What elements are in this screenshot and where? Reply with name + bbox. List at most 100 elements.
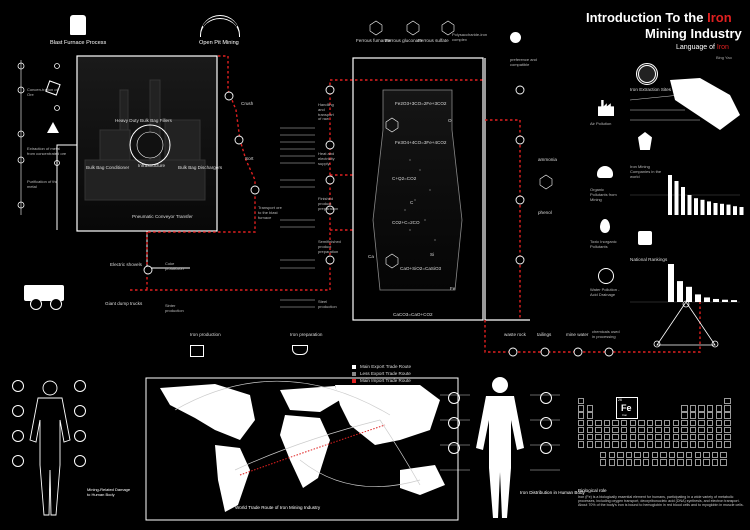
bulk-dischargers-label: Bulk Bag Dischargers — [178, 165, 223, 170]
element-cell — [638, 441, 645, 448]
bottle-icon — [70, 15, 86, 35]
legend-swatch-main-import — [352, 379, 356, 383]
element-cell — [578, 398, 585, 405]
air-pollution-label: Air Pollution — [590, 121, 612, 126]
organ-icon — [12, 380, 24, 392]
reaction-2: Fe3O4+4CO=3Fe+4CO2 — [395, 140, 447, 145]
periodic-table — [578, 398, 738, 470]
element-cell — [629, 441, 636, 448]
cloud-icon — [597, 166, 613, 178]
element-cell — [578, 405, 585, 412]
company-bar — [687, 195, 692, 215]
element-cell — [724, 405, 731, 412]
element-cell — [681, 434, 688, 441]
electric-shovels-label: Electric shovels — [110, 262, 142, 267]
ranking-bar — [731, 300, 737, 302]
element-cell — [643, 452, 650, 459]
ferrous-sulfate: Ferrous sulfate — [418, 38, 449, 43]
element-cell — [586, 405, 593, 412]
element-cell — [617, 459, 624, 466]
ranking-bar — [686, 286, 692, 302]
element-cell — [646, 426, 654, 434]
element-cell — [634, 452, 641, 459]
company-bar — [720, 203, 724, 215]
element-cell — [689, 434, 697, 441]
page-title: Introduction To the Iron — [586, 10, 732, 25]
legend-main-import: Main Import Trade Route — [360, 378, 411, 383]
element-cell — [715, 441, 722, 448]
company-bar — [713, 203, 718, 215]
dump-truck-icon — [24, 285, 64, 301]
element-cell — [646, 441, 654, 448]
subtitle: Language of Iron — [676, 44, 729, 51]
element-cell — [603, 434, 611, 441]
furnace-dots — [399, 159, 436, 241]
organic-label: Organic Pollutants from Mining — [590, 187, 617, 202]
element-cell — [689, 412, 697, 419]
element-cell — [595, 419, 602, 426]
truck-wheel-icon — [50, 298, 62, 310]
iron-preparation-label: Iron preparation — [290, 332, 323, 337]
element-cell — [629, 434, 636, 441]
element-o: O — [448, 118, 452, 123]
iron-production-label: Iron production — [190, 332, 221, 337]
element-cell — [707, 434, 714, 441]
element-cell — [586, 434, 593, 441]
ferrous-gluconate: Ferrous gluconate — [385, 38, 423, 43]
iron-distribution-caption: Iron Distribution in Human Body — [520, 490, 585, 495]
sort-label: Sort — [245, 156, 254, 161]
chemicals-label: chemicals used in processing — [592, 329, 620, 339]
ranking-bar — [668, 264, 674, 302]
element-cell — [707, 412, 714, 419]
reaction-5: CaO+SiO2=CaSiO3 — [400, 266, 442, 271]
element-cell — [664, 441, 671, 448]
element-cell — [621, 426, 628, 434]
element-cell — [715, 412, 722, 419]
element-cell — [617, 452, 624, 459]
organ-icon — [540, 417, 552, 429]
human-outline-left — [29, 380, 71, 516]
element-cell — [612, 441, 619, 448]
company-bar — [694, 198, 698, 215]
organ-icon — [448, 442, 460, 454]
element-cell — [646, 434, 654, 441]
furnace-icon — [190, 345, 204, 357]
element-cell — [621, 419, 628, 426]
biological-text: Iron (Fe) is a biologically essential el… — [578, 495, 744, 508]
element-si: Si — [430, 252, 435, 257]
subtitle-text: Language of — [676, 44, 717, 51]
blast-furnace-label: Blast Furnace Process — [50, 40, 107, 46]
furnace-frame — [352, 57, 484, 321]
ranking-bar — [704, 297, 710, 302]
organ-icon — [74, 405, 86, 417]
element-cell — [724, 441, 731, 448]
element-cell — [715, 434, 722, 441]
organ-icon — [448, 417, 460, 429]
element-cell — [698, 419, 705, 426]
company-bar — [733, 206, 737, 215]
ladle-icon — [292, 345, 308, 355]
element-cell — [677, 452, 684, 459]
element-cell — [603, 441, 611, 448]
legend-less-export: Less Export Trade Route — [360, 371, 411, 376]
element-cell — [646, 419, 654, 426]
element-cell — [638, 426, 645, 434]
element-cell — [612, 434, 619, 441]
company-bar — [668, 175, 672, 215]
legend-swatch-main-export — [352, 365, 356, 369]
author: Bing Yao — [716, 55, 732, 60]
water-icon — [598, 268, 614, 284]
element-cell — [698, 426, 705, 434]
finished-label: Finished product preparation — [318, 196, 339, 211]
heavy-duty-label: Heavy Duty Bulk Bag Fillers — [115, 118, 172, 123]
ranking-icon — [638, 231, 652, 245]
preference-label: preference and compatible — [510, 57, 537, 67]
semifinished-label: Semifinished product preparation — [318, 239, 341, 254]
furnace-shaft — [372, 89, 463, 291]
extraction-label: Extraction of metal from concentrated or… — [27, 146, 67, 156]
organ-icon — [12, 455, 24, 467]
ranking-bar — [677, 281, 683, 302]
element-cell — [578, 426, 585, 434]
element-cell — [686, 459, 693, 466]
